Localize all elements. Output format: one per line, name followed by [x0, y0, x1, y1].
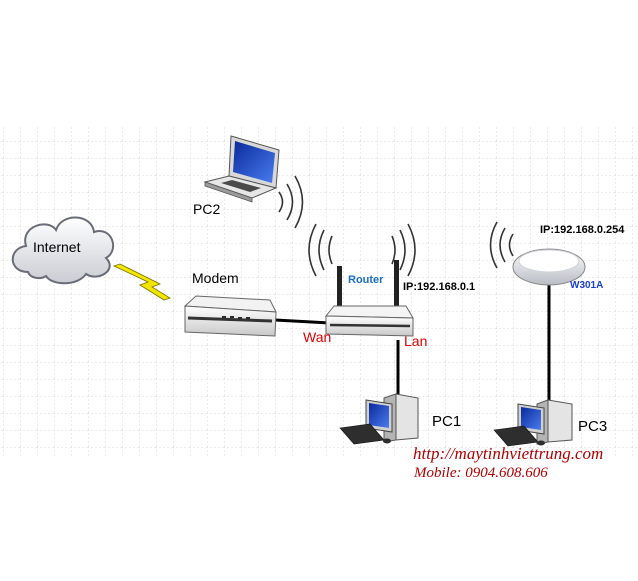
- grid-background: [0, 127, 638, 457]
- pc1-label: PC1: [432, 413, 461, 430]
- modem-label: Modem: [192, 270, 239, 286]
- modem-device: [183, 295, 277, 337]
- ap-ip-label: IP:192.168.0.254: [540, 224, 625, 236]
- desktop-pc1: [339, 393, 419, 445]
- router-device: [324, 260, 414, 337]
- desktop-pc3: [493, 399, 573, 447]
- router-ip-label: IP:192.168.0.1: [403, 281, 475, 293]
- access-point-device: [512, 248, 586, 286]
- internet-cloud: [11, 216, 115, 285]
- pc3-label: PC3: [578, 418, 607, 435]
- lan-port-label: Lan: [404, 333, 427, 349]
- pc2-label: PC2: [193, 201, 220, 217]
- modem-router-link: [274, 318, 331, 325]
- wan-port-label: Wan: [303, 329, 331, 345]
- laptop-pc2: [203, 135, 280, 203]
- wireless-arcs: [278, 175, 514, 277]
- lightning-icon: [112, 263, 171, 301]
- router-label: Router: [348, 274, 384, 286]
- ap-model-label: W301A: [570, 280, 603, 291]
- watermark-url: http://maytinhviettrung.com: [413, 444, 603, 463]
- internet-label: Internet: [33, 239, 81, 255]
- watermark-phone: Mobile: 0904.608.606: [413, 465, 548, 481]
